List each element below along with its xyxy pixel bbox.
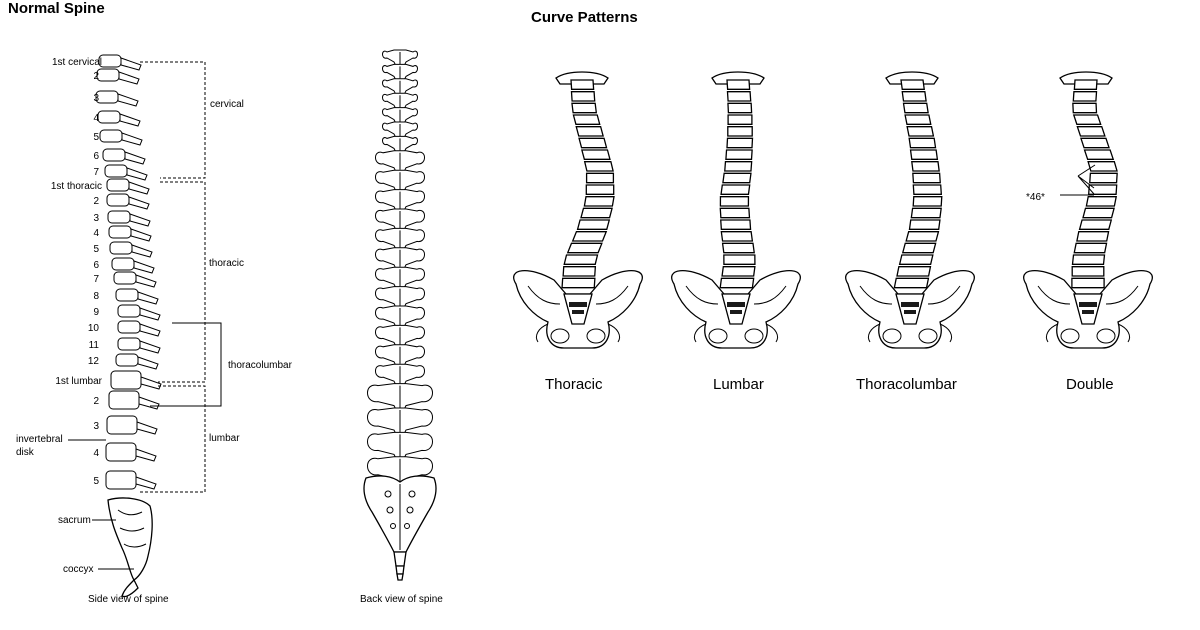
back-view-spine <box>367 49 433 508</box>
spinous-process <box>131 244 153 258</box>
vertebra-label: 7 <box>93 167 99 178</box>
spinous-process <box>139 323 161 337</box>
vertebra-label: 3 <box>93 93 99 104</box>
double-curve-angle-label: *46* <box>1026 192 1045 203</box>
curve-pattern-figure <box>513 71 643 349</box>
vertebra-label: 11 <box>89 340 100 351</box>
spinous-process <box>130 228 152 242</box>
vertebra-label: 5 <box>93 244 99 255</box>
back-view-sacrum <box>363 475 437 581</box>
vertebra-label: 4 <box>93 113 99 124</box>
vertebra-label: 10 <box>88 323 100 334</box>
curve-patterns-title: Curve Patterns <box>531 9 638 26</box>
vertebra-label: 1st lumbar <box>55 376 102 387</box>
vertebra-label: 2 <box>93 396 99 407</box>
spinous-process <box>136 421 158 435</box>
invertebral-disk-label-line2: disk <box>16 447 35 458</box>
spinous-process <box>124 151 146 165</box>
side-view-caption: Side view of spine <box>88 594 169 605</box>
spinous-process <box>121 132 143 146</box>
normal-spine-title: Normal Spine <box>8 0 105 17</box>
region-brackets <box>140 61 222 493</box>
vertebra-label: 4 <box>93 228 99 239</box>
region-label-cervical: cervical <box>210 99 244 110</box>
side-view-vertebra-labels: 1st cervical 2 3 4 5 6 7 1st thoracic 2 3 4 5 6 7 8 9 10… <box>51 57 103 487</box>
vertebra-label: 6 <box>93 260 99 271</box>
spinous-process <box>119 113 141 127</box>
back-view-caption: Back view of spine <box>360 594 443 605</box>
curve-patterns <box>513 71 1153 349</box>
region-label-thoracic: thoracic <box>209 258 244 269</box>
spinous-process <box>120 57 142 71</box>
vertebra-label: 7 <box>93 274 99 285</box>
vertebra-label: 5 <box>93 132 99 143</box>
spinous-process <box>138 396 160 410</box>
spinous-process <box>137 291 159 305</box>
region-label-lumbar: lumbar <box>209 433 240 444</box>
coccyx-label: coccyx <box>63 564 94 575</box>
side-view-spine <box>95 54 162 490</box>
double-curve-angle-marker <box>1060 164 1096 196</box>
invertebral-disk-label-line1: invertebral <box>16 434 63 445</box>
vertebra-label: 5 <box>93 476 99 487</box>
spinous-process <box>135 448 157 462</box>
spinous-process <box>139 340 161 354</box>
curve-label-double: Double <box>1066 376 1114 393</box>
vertebra-label: 1st thoracic <box>51 181 102 192</box>
spinous-process <box>137 356 159 370</box>
vertebra-label: 3 <box>93 421 99 432</box>
curve-pattern-figure <box>845 71 975 349</box>
spinous-process <box>126 167 148 181</box>
vertebra-label: 12 <box>88 356 100 367</box>
sacrum-label: sacrum <box>58 515 91 526</box>
spinous-process <box>133 260 155 274</box>
vertebra-label: 8 <box>93 291 99 302</box>
vertebra-label: 1st cervical <box>52 57 102 68</box>
sacrum-coccyx <box>107 497 153 598</box>
spinous-process <box>140 376 162 390</box>
spinous-process <box>135 476 157 490</box>
vertebra-label: 6 <box>93 151 99 162</box>
spinous-process <box>118 71 140 85</box>
curve-label-thoracic: Thoracic <box>545 376 603 393</box>
vertebra-label: 9 <box>93 307 99 318</box>
vertebra-label: 3 <box>93 213 99 224</box>
vertebra-label: 2 <box>93 71 99 82</box>
spinous-process <box>128 181 150 195</box>
vertebra-label: 2 <box>93 196 99 207</box>
curve-pattern-figure <box>671 71 801 349</box>
spinous-process <box>128 196 150 210</box>
spinous-process <box>139 307 161 321</box>
curve-label-thoracolumbar: Thoracolumbar <box>856 376 957 393</box>
spinous-process <box>117 93 139 107</box>
spinous-process <box>135 274 157 288</box>
region-label-thoracolumbar: thoracolumbar <box>228 360 293 371</box>
curve-label-lumbar: Lumbar <box>713 376 764 393</box>
vertebra-label: 4 <box>93 448 99 459</box>
spinous-process <box>129 213 151 227</box>
curve-pattern-figure <box>1023 71 1153 349</box>
